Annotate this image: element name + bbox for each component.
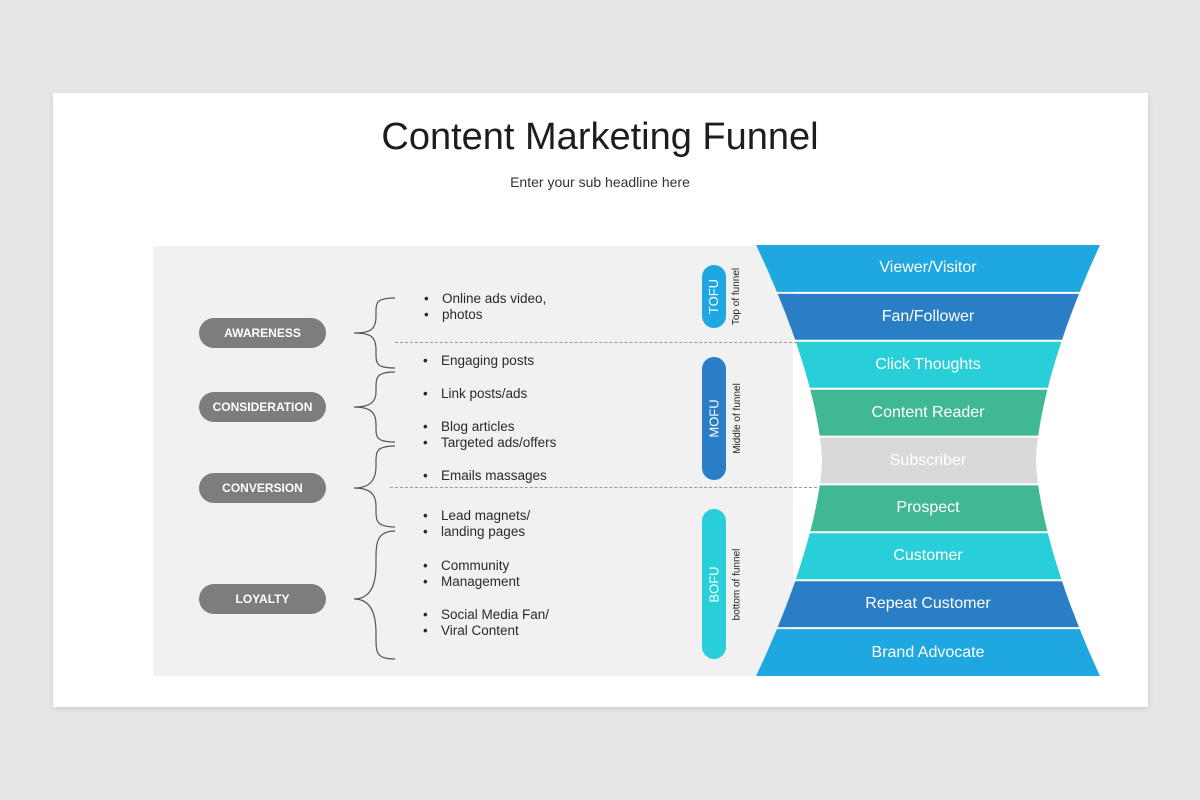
bullet-item: Viral Content	[421, 623, 549, 639]
funnel-layer	[777, 293, 1079, 340]
bullet-item: Emails massages	[421, 468, 547, 484]
bullet-item: Engaging posts	[421, 353, 534, 369]
bullet-item: Targeted ads/offers	[421, 435, 556, 451]
brace-loyalty	[353, 530, 396, 660]
bullet-item: photos	[422, 307, 546, 323]
stage-pill-conversion: CONVERSION	[199, 473, 326, 503]
bullet-item: Social Media Fan/	[421, 607, 549, 623]
mofu-stage-bar: MOFU	[702, 357, 726, 480]
bullet-group-2: Engaging posts	[421, 353, 534, 369]
bullet-item: Community	[421, 558, 520, 574]
stage-pill-awareness: AWARENESS	[199, 318, 326, 348]
bullet-item: Online ads video,	[422, 291, 546, 307]
funnel-layer-label: Click Thoughts	[875, 355, 981, 373]
funnel-layer-label: Subscriber	[889, 451, 967, 469]
funnel-layer	[810, 389, 1048, 436]
bullet-group-6: Lead magnets/ landing pages	[421, 508, 530, 540]
bullet-item: landing pages	[421, 524, 530, 540]
funnel-layer-label: Prospect	[896, 499, 960, 517]
tofu-stage-bar: TOFU	[702, 265, 726, 328]
funnel-layer	[756, 245, 1100, 292]
bullet-item: Link posts/ads	[421, 386, 527, 402]
funnel-layer	[756, 629, 1100, 676]
funnel-layer-label: Viewer/Visitor	[879, 259, 977, 277]
funnel-layer-label: Content Reader	[871, 403, 985, 421]
bullet-group-5: Emails massages	[421, 468, 547, 484]
slide-subtitle: Enter your sub headline here	[510, 174, 690, 190]
bullet-group-4: Blog articles Targeted ads/offers	[421, 419, 556, 451]
funnel-layer-label: Customer	[893, 547, 963, 565]
bullet-group-3: Link posts/ads	[421, 386, 527, 402]
bullet-item: Blog articles	[421, 419, 556, 435]
bullet-group-1: Online ads video, photos	[422, 291, 546, 323]
stage-pill-loyalty: LOYALTY	[199, 584, 326, 614]
bullet-item: Lead magnets/	[421, 508, 530, 524]
divider-mofu-bofu	[390, 487, 817, 488]
funnel-layer	[777, 581, 1079, 628]
bullet-group-7: Community Management	[421, 558, 520, 590]
funnel-layer	[795, 533, 1062, 580]
bullet-item: Management	[421, 574, 520, 590]
brace-conversion	[353, 445, 396, 528]
funnel-layer	[810, 485, 1048, 532]
stage-pill-consideration: CONSIDERATION	[199, 392, 326, 422]
funnel-layer	[820, 437, 1038, 484]
funnel-layer-label: Brand Advocate	[871, 643, 985, 661]
divider-tofu-mofu	[395, 342, 807, 343]
funnel-layer	[795, 341, 1062, 388]
brace-consideration	[353, 371, 396, 443]
brace-awareness	[353, 297, 396, 369]
funnel-layer-label: Repeat Customer	[865, 595, 991, 613]
funnel-layer-label: Fan/Follower	[881, 307, 975, 325]
bullet-group-8: Social Media Fan/ Viral Content	[421, 607, 549, 639]
bofu-stage-bar: BOFU	[702, 509, 726, 659]
slide-title: Content Marketing Funnel	[381, 116, 819, 158]
